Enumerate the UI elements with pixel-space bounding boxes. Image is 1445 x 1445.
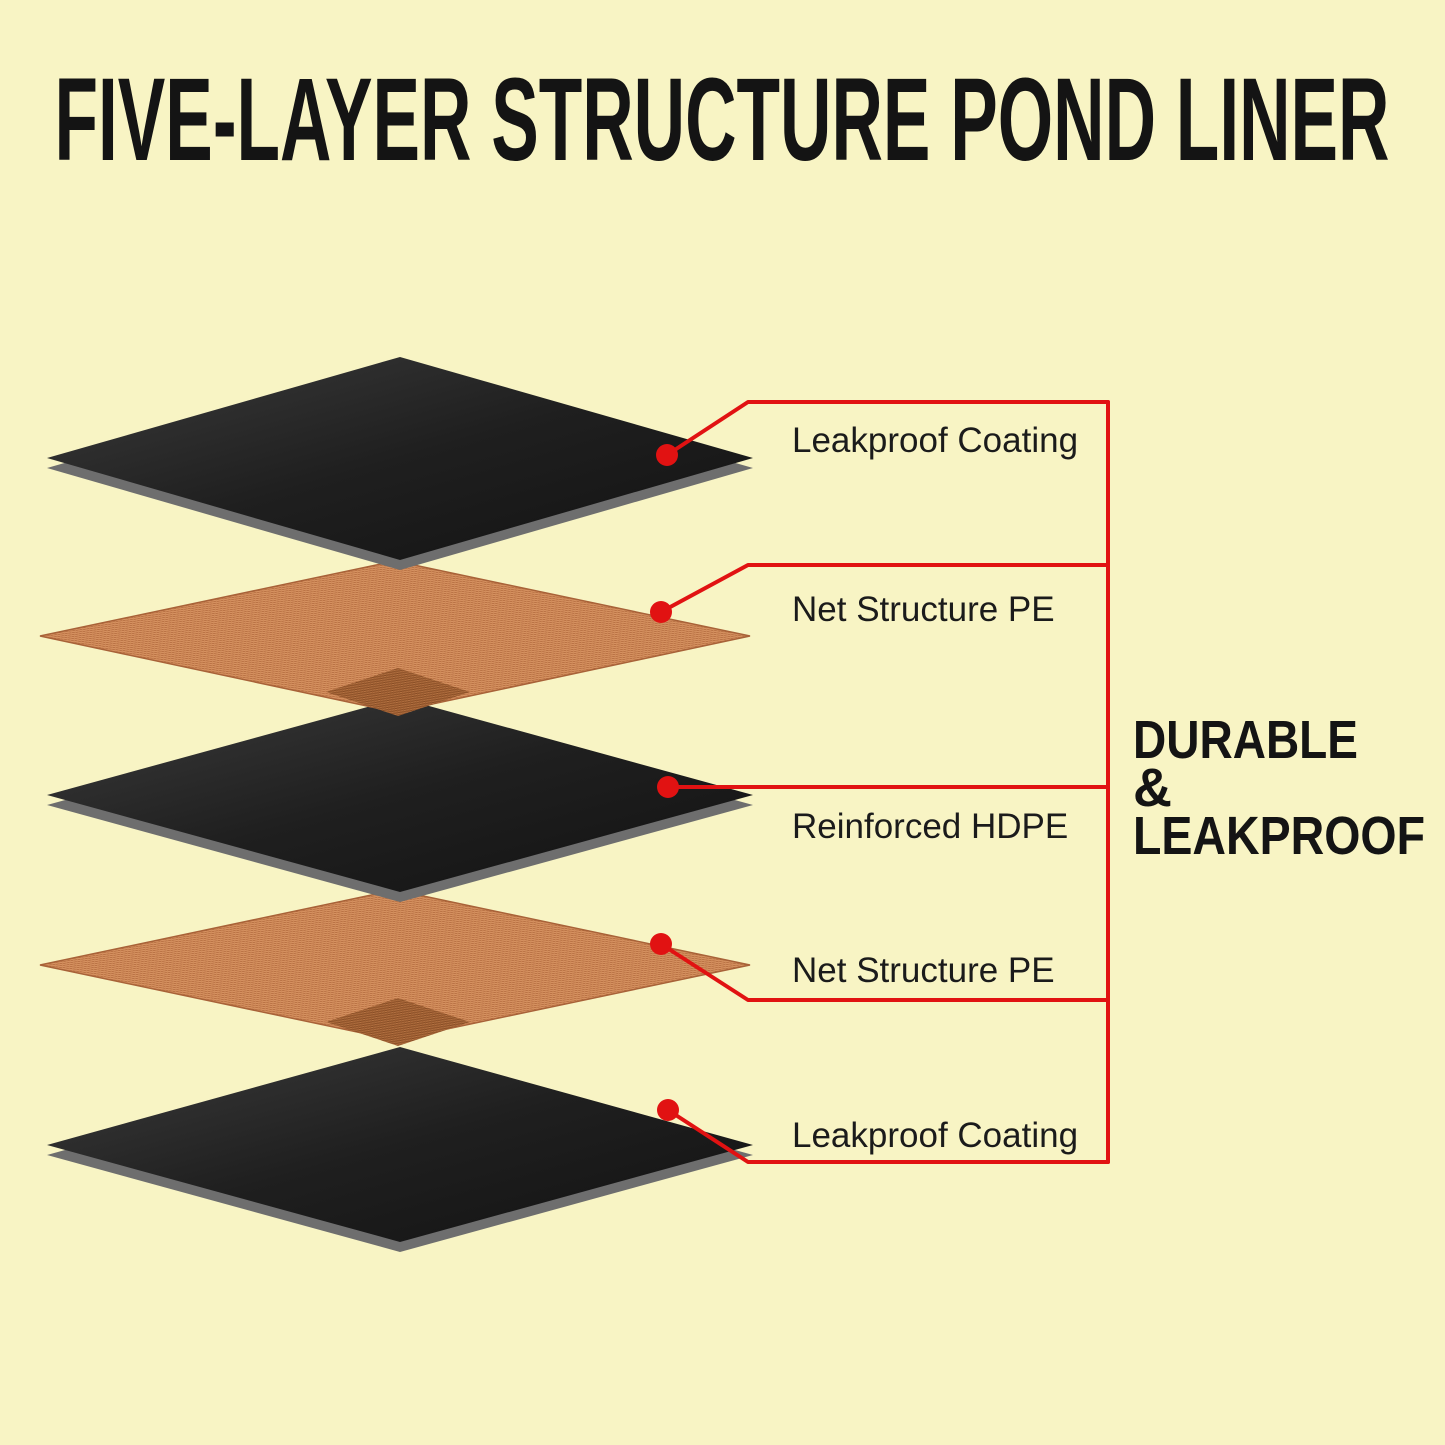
callout-dot-core [657, 776, 679, 798]
callout-line-top-coating [665, 400, 1110, 457]
layer-bottom-coating-face [47, 1047, 753, 1242]
side-note-line-3: LEAKPROOF [1133, 806, 1425, 866]
layer-label-upper-net: Net Structure PE [792, 590, 1055, 629]
layer-top-coating [47, 357, 753, 570]
layer-upper-net [39, 560, 751, 716]
layer-label-top-coating: Leakproof Coating [792, 421, 1078, 460]
callout-core: Reinforced HDPE [657, 776, 1110, 846]
layer-label-bottom-coating: Leakproof Coating [792, 1116, 1078, 1155]
callout-lower-net: Net Structure PE [650, 933, 1110, 1002]
callout-line-upper-net [659, 563, 1110, 614]
layer-upper-net-dense-patch [326, 668, 470, 716]
side-note: DURABLE & LEAKPROOF [1133, 710, 1425, 866]
layer-lower-net-dense-patch [326, 998, 470, 1046]
layer-core [47, 698, 753, 902]
callout-line-bottom-coating [666, 1108, 1110, 1164]
callout-line-lower-net [659, 942, 1110, 1002]
layer-label-core: Reinforced HDPE [792, 807, 1068, 846]
layer-core-face [47, 698, 753, 892]
layer-label-lower-net: Net Structure PE [792, 951, 1055, 990]
callout-dot-lower-net [650, 933, 672, 955]
layer-lower-net [39, 889, 751, 1046]
callout-upper-net: Net Structure PE [650, 563, 1110, 629]
callout-dot-top-coating [656, 444, 678, 466]
page-title: FIVE-LAYER STRUCTURE POND LINER [55, 54, 1390, 186]
callout-dot-bottom-coating [657, 1099, 679, 1121]
callout-dot-upper-net [650, 601, 672, 623]
layer-bottom-coating [47, 1047, 753, 1252]
layer-top-coating-face [47, 357, 753, 560]
callout-top-coating: Leakproof Coating [656, 400, 1110, 466]
callout-bottom-coating: Leakproof Coating [657, 1099, 1110, 1164]
side-note-line-1: DURABLE [1133, 710, 1358, 770]
side-note-line-2: & [1133, 758, 1172, 818]
